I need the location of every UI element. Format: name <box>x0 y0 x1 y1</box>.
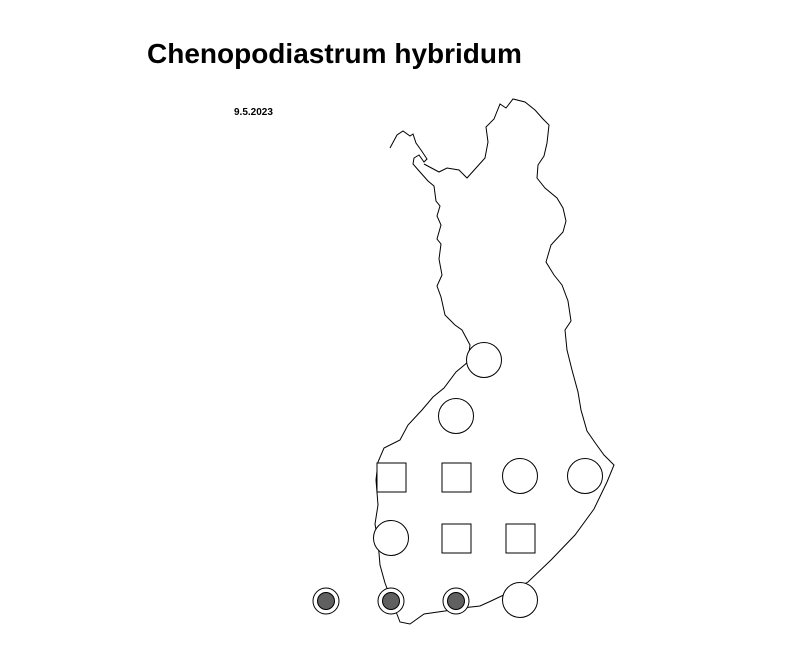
dotted-circle-marker-r5c4-dotted-circle <box>442 587 470 615</box>
square-marker-r3c3-square <box>376 462 407 493</box>
map-date: 9.5.2023 <box>234 107 273 118</box>
dotted-circle-marker-r5c2-dotted-circle <box>312 587 340 615</box>
square-marker-r4c5-square <box>505 523 536 554</box>
dotted-circle-marker-r5c3-dotted-circle <box>377 587 405 615</box>
circle-marker-r3c6-circle <box>567 458 603 494</box>
circle-marker-r4c3-circle <box>373 520 409 556</box>
circle-marker-r3c5-circle <box>502 458 538 494</box>
map-title: Chenopodiastrum hybridum <box>147 38 522 69</box>
occurrence-markers <box>312 342 603 618</box>
circle-marker-r5c5-circle <box>502 582 538 618</box>
circle-marker-r1c5-circle <box>466 342 502 378</box>
circle-marker-r2c4-circle <box>438 398 474 434</box>
square-marker-r4c4-square <box>441 523 472 554</box>
square-marker-r3c4-square <box>441 462 472 493</box>
